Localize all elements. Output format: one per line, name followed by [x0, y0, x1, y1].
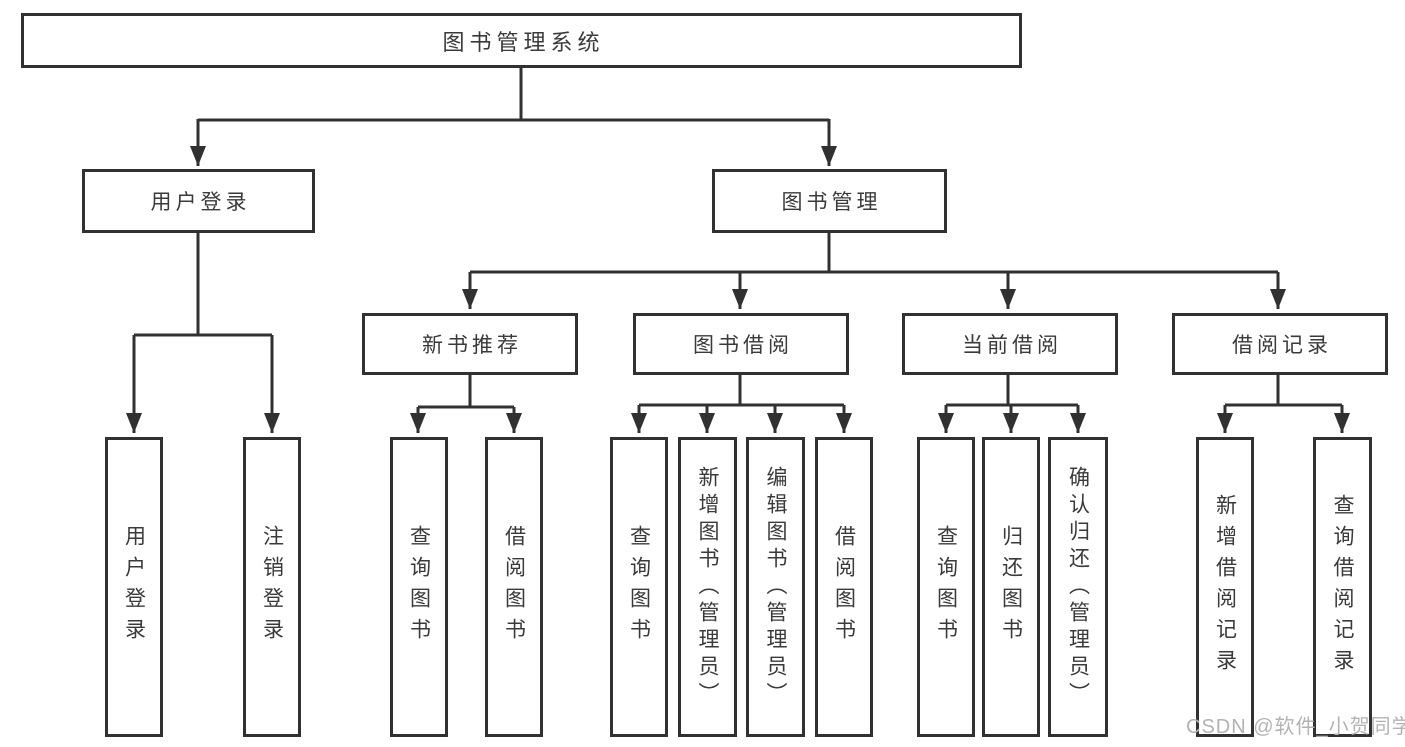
connector-trunks — [134, 68, 1342, 409]
leaf-br-query-record: 查询借阅记录 — [1313, 437, 1372, 737]
leaf-nbr-borrow-books: 借阅图书 — [485, 437, 543, 737]
leaf-cb-confirm-return-admin: 确认归还（管理员） — [1048, 437, 1108, 737]
leaf-bb-edit-books-admin: 编辑图书（管理员） — [746, 437, 805, 737]
node-borrow-records: 借阅记录 — [1172, 313, 1388, 375]
leaf-bb-query-books: 查询图书 — [610, 437, 668, 737]
csdn-watermark: CSDN @软件_小贺同学 — [1186, 716, 1405, 738]
leaf-bb-add-books-admin: 新增图书（管理员） — [678, 437, 737, 737]
leaf-user-login: 用户登录 — [105, 437, 163, 737]
node-root-system: 图书管理系统 — [21, 13, 1022, 68]
node-new-book-recommend: 新书推荐 — [362, 313, 578, 375]
node-user-login: 用户登录 — [82, 169, 315, 233]
leaf-cb-query-books: 查询图书 — [917, 437, 975, 737]
leaf-bb-borrow-books: 借阅图书 — [815, 437, 873, 737]
leaf-br-add-record: 新增借阅记录 — [1196, 437, 1254, 737]
node-current-borrow: 当前借阅 — [902, 313, 1118, 375]
leaf-logout-login: 注销登录 — [243, 437, 301, 737]
leaf-nbr-query-books: 查询图书 — [390, 437, 448, 737]
leaf-cb-return-books: 归还图书 — [982, 437, 1040, 737]
node-book-management: 图书管理 — [712, 169, 947, 233]
node-book-borrow: 图书借阅 — [633, 313, 849, 375]
